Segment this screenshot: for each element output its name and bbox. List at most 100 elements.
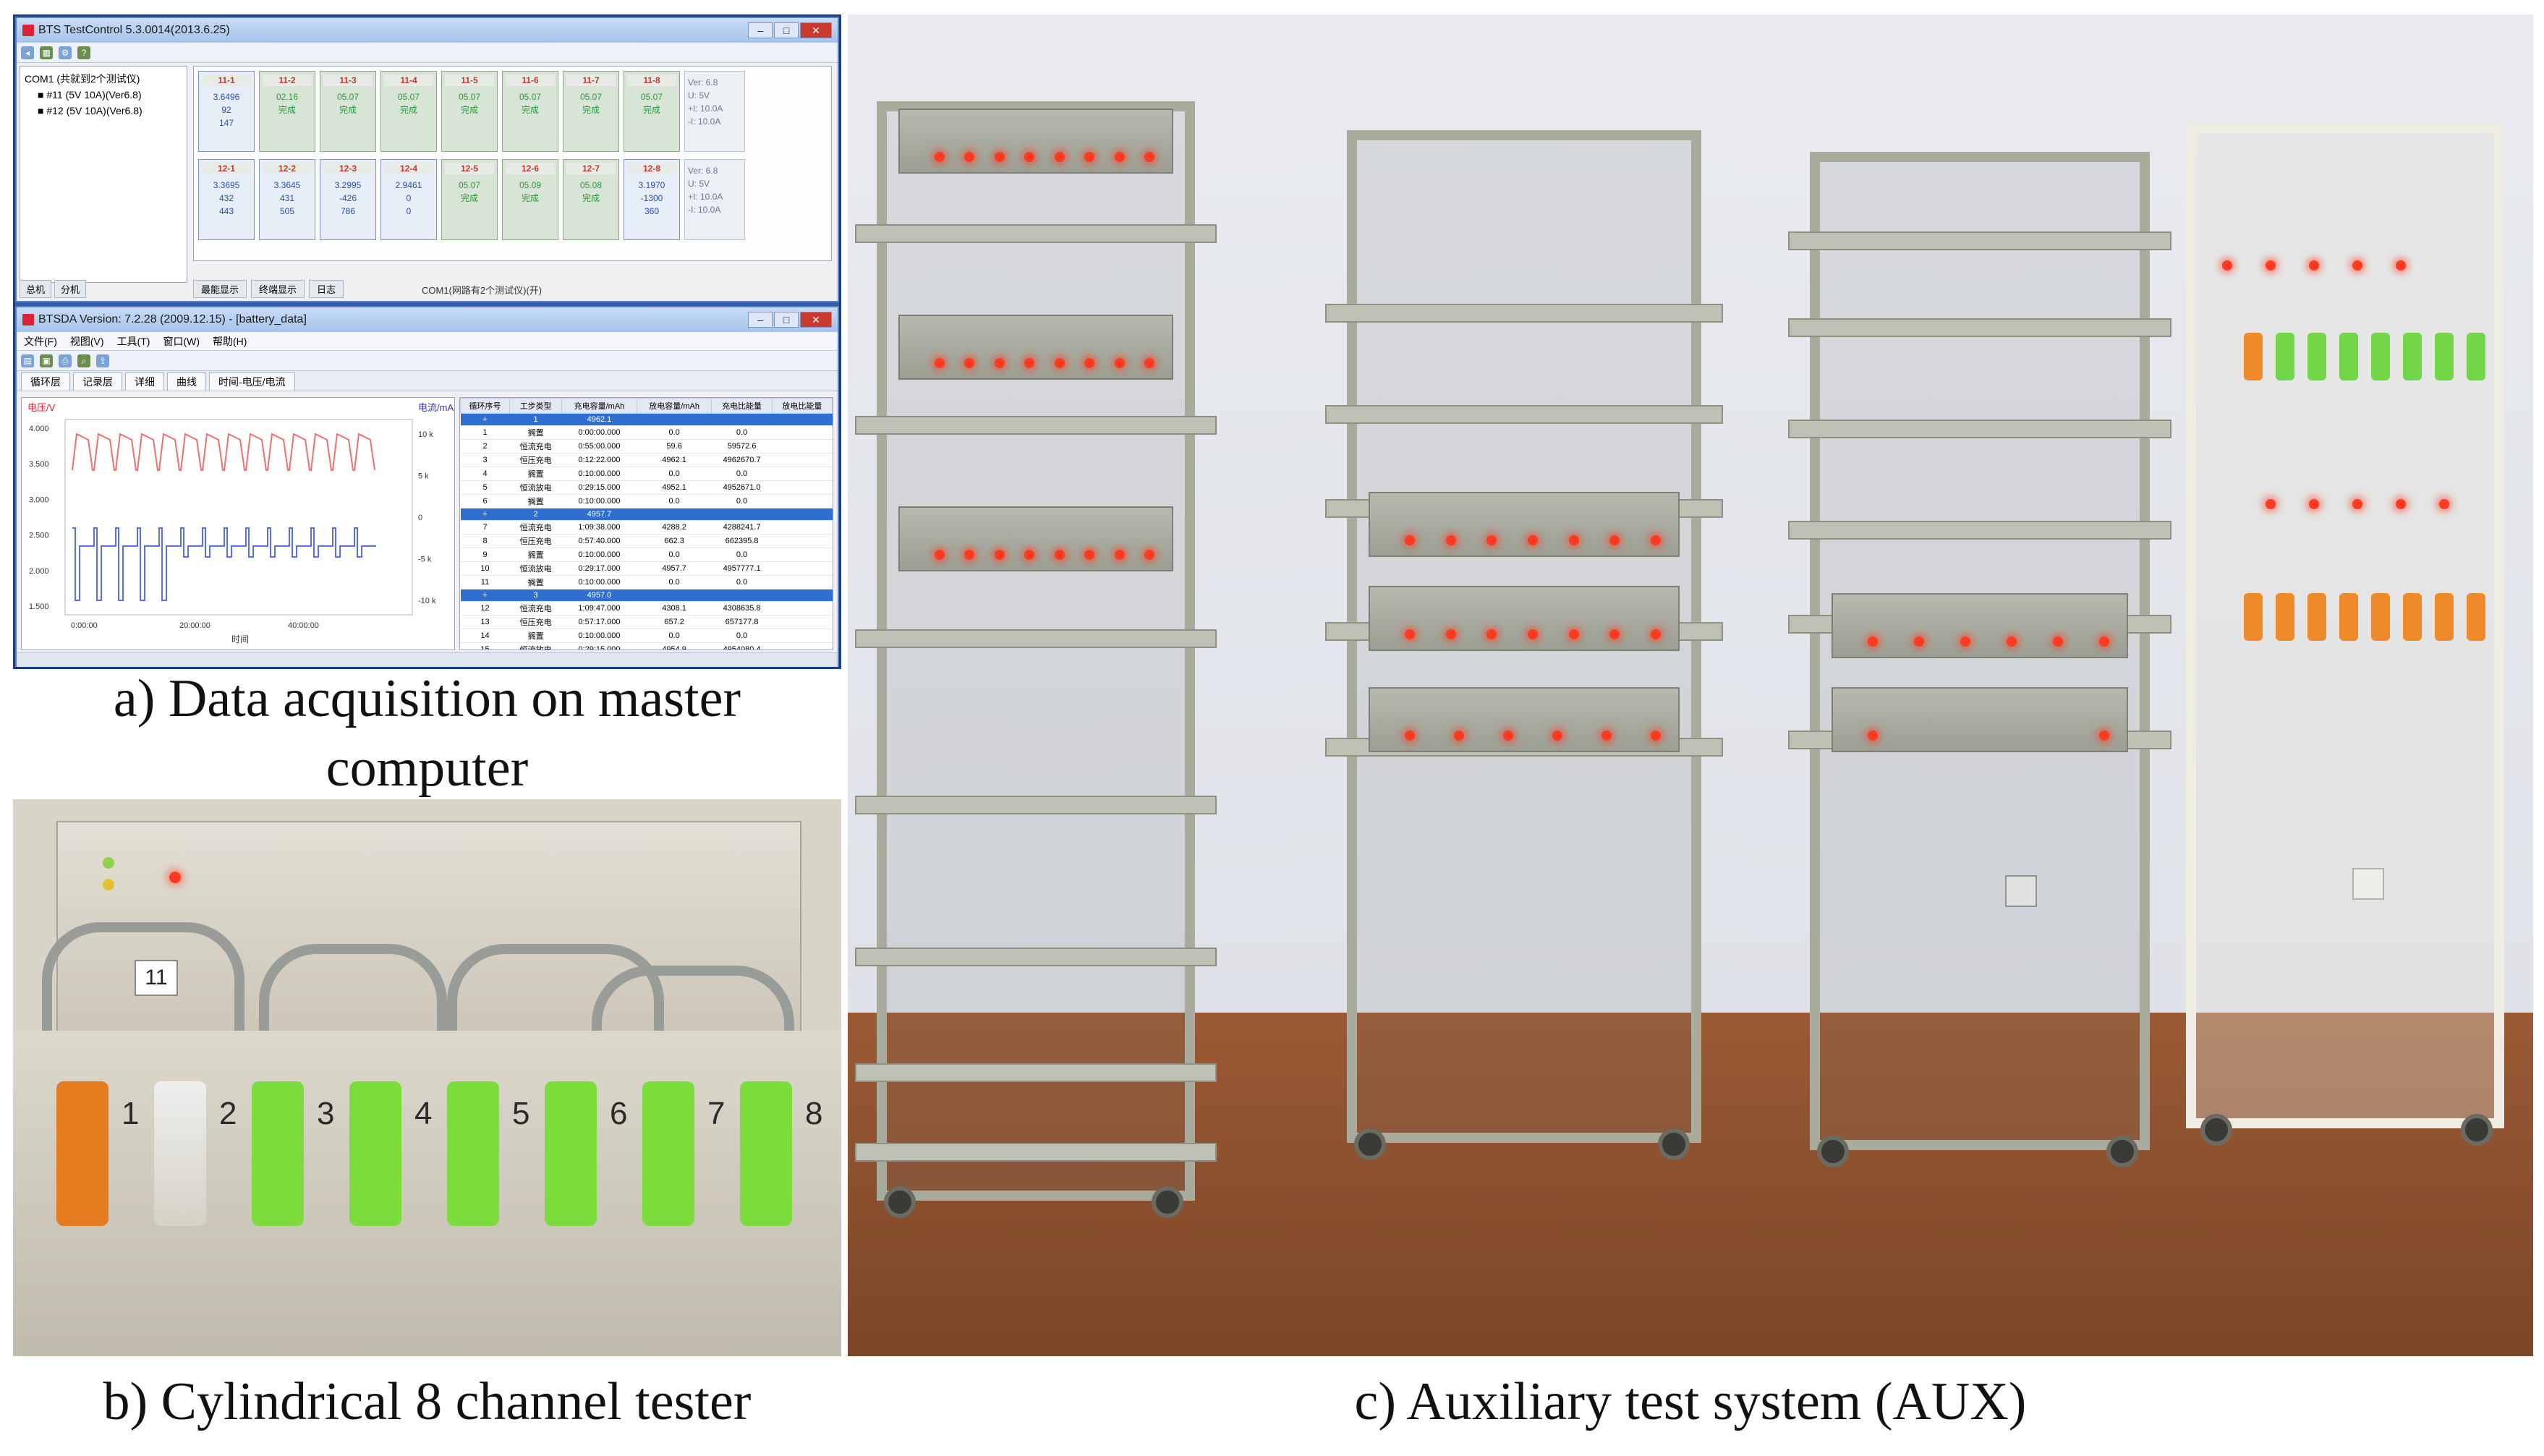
battery-cell xyxy=(2371,333,2390,380)
channel-value: 完成 xyxy=(460,105,478,115)
close-button[interactable]: ✕ xyxy=(800,312,832,328)
tab-log[interactable]: 日志 xyxy=(309,280,344,298)
print-icon[interactable]: ⎙ xyxy=(59,354,72,367)
table-cell: 4952.1 xyxy=(637,480,712,495)
view-tab[interactable]: 记录层 xyxy=(73,372,122,391)
tab-client[interactable]: 分机 xyxy=(54,280,87,298)
column-header[interactable]: 循环序号 xyxy=(460,398,510,414)
maximize-button[interactable]: □ xyxy=(774,312,799,328)
column-header[interactable]: 放电比能量 xyxy=(771,398,833,414)
view-tab[interactable]: 循环层 xyxy=(21,372,70,391)
rack-shelf xyxy=(855,1063,1217,1082)
menu-item[interactable]: 工具(T) xyxy=(116,335,150,347)
column-header[interactable]: 充电比能量 xyxy=(711,398,773,414)
maximize-button[interactable]: □ xyxy=(774,22,799,38)
table-cell: 1:09:38.000 xyxy=(561,520,637,535)
close-button[interactable]: ✕ xyxy=(800,22,832,38)
menu-item[interactable]: 窗口(W) xyxy=(163,335,200,347)
help-icon[interactable]: ? xyxy=(77,46,90,59)
app-icon xyxy=(22,25,34,36)
column-header[interactable]: 工步类型 xyxy=(509,398,563,414)
tree-device-11[interactable]: ■ #11 (5V 10A)(Ver6.8) xyxy=(38,89,142,101)
menu-bar: 文件(F) 视图(V) 工具(T) 窗口(W) 帮助(H) xyxy=(17,332,838,351)
table-cell: 搁置 xyxy=(509,548,562,562)
test-control-toolbar: ◂ ▦ ⚙ ? xyxy=(17,43,838,63)
zoom-icon[interactable]: ⌕ xyxy=(77,354,90,367)
table-cell: 14 xyxy=(460,629,510,643)
open-icon[interactable]: ▤ xyxy=(21,354,34,367)
channel-value: 02.16 xyxy=(276,92,299,102)
view-tab[interactable]: 时间-电压/电流 xyxy=(209,372,295,391)
column-header[interactable]: 放电容量/mAh xyxy=(636,398,712,414)
tab-terminal-display[interactable]: 终端显示 xyxy=(251,280,305,298)
table-cell: 0:29:17.000 xyxy=(561,561,637,576)
menu-item[interactable]: 帮助(H) xyxy=(213,335,247,347)
view-tab[interactable]: 详细 xyxy=(125,372,164,391)
tree-root[interactable]: COM1 (共就到2个测试仪) xyxy=(25,73,140,85)
menu-item[interactable]: 视图(V) xyxy=(69,335,104,347)
settings-icon[interactable]: ⚙ xyxy=(59,46,72,59)
channel-id: 12-4 xyxy=(384,163,433,174)
menu-item[interactable]: 文件(F) xyxy=(24,335,57,347)
save-icon[interactable]: ▣ xyxy=(40,354,53,367)
column-header[interactable]: 充电容量/mAh xyxy=(561,398,637,414)
export-icon[interactable]: ⇪ xyxy=(96,354,109,367)
battery-cell xyxy=(545,1081,597,1226)
table-cell: 搁置 xyxy=(509,575,562,589)
table-cell: 7 xyxy=(460,520,510,535)
grid-icon[interactable]: ▦ xyxy=(40,46,53,59)
battery-cell xyxy=(2276,593,2294,641)
tab-main-display[interactable]: 最能显示 xyxy=(193,280,247,298)
tree-device-12[interactable]: ■ #12 (5V 10A)(Ver6.8) xyxy=(38,105,142,116)
minimize-button[interactable]: – xyxy=(748,22,773,38)
data-analysis-window: BTSDA Version: 7.2.28 (2009.12.15) - [ba… xyxy=(15,306,839,667)
red-indicator-led xyxy=(1054,550,1065,560)
red-indicator-led xyxy=(1651,629,1661,639)
battery-tester-rack xyxy=(877,101,1195,1201)
back-icon[interactable]: ◂ xyxy=(21,46,34,59)
device-info-line: -I: 10.0A xyxy=(688,205,721,215)
device-info-line: -I: 10.0A xyxy=(688,116,721,127)
red-indicator-led xyxy=(1651,535,1661,545)
minimize-button[interactable]: – xyxy=(748,312,773,328)
caster-wheel xyxy=(2200,1114,2232,1146)
tab-host[interactable]: 总机 xyxy=(20,280,52,298)
view-tab[interactable]: 曲线 xyxy=(167,372,206,391)
